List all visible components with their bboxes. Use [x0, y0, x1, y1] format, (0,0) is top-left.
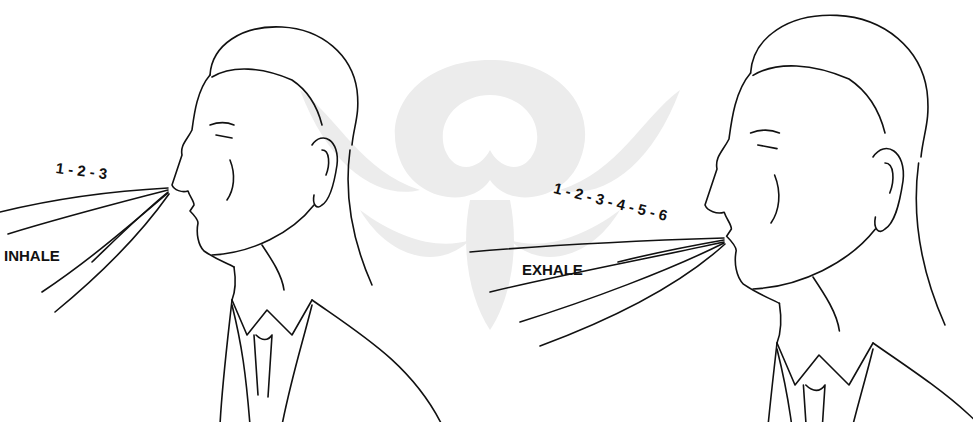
exhale-label: EXHALE — [522, 262, 583, 277]
breath-count: 1 - 2 - 3 - 4 - 5 - 6 — [552, 180, 669, 223]
airflow-line — [42, 193, 168, 292]
airflow-line — [490, 242, 724, 292]
inhale-airflow — [0, 188, 169, 312]
airflow-line — [540, 244, 725, 346]
airflow-line — [520, 243, 724, 322]
airflow-line — [0, 188, 168, 212]
exhaling-head — [705, 15, 973, 422]
airflow-line — [55, 194, 169, 312]
inhale-label: INHALE — [4, 248, 60, 263]
exhale-airflow — [470, 238, 725, 346]
inhaling-head — [172, 27, 442, 422]
breath-count: 1 - 2 - 3 — [55, 160, 108, 181]
